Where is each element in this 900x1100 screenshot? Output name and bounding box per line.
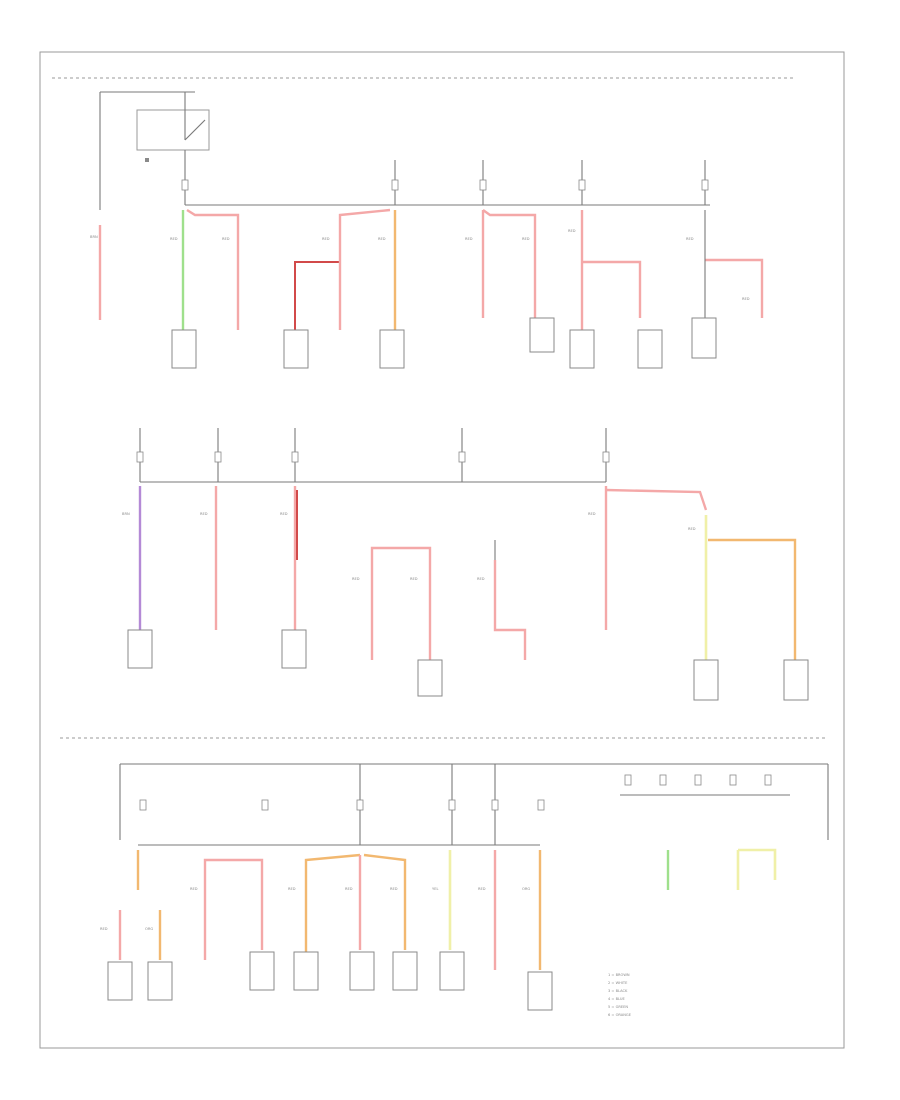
component-box [171,329,197,369]
svg-text:RED: RED [522,237,530,241]
svg-text:RED: RED [568,229,576,233]
svg-text:BRN: BRN [122,512,130,516]
svg-text:RED: RED [378,237,386,241]
section-bottom: RED ORG RED RED RED RED YEL RED ORG [60,737,829,1011]
svg-text:RED: RED [200,512,208,516]
legend-item: 2 = WHITE [608,981,628,985]
legend-item: 5 = GREEN [608,1005,628,1009]
svg-text:RED: RED [478,887,486,891]
legend-item: 1 = BROWN [608,973,630,977]
svg-text:BRN: BRN [90,235,98,239]
svg-text:RED: RED [465,237,473,241]
svg-text:RED: RED [352,577,360,581]
svg-text:YEL: YEL [432,887,438,891]
fuse-row-top [181,160,709,205]
color-legend: 1 = BROWN 2 = WHITE 3 = BLACK 4 = BLUE 5… [608,973,632,1017]
svg-text:RED: RED [280,512,288,516]
svg-text:RED: RED [222,237,230,241]
svg-text:RED: RED [288,887,296,891]
legend-item: 6 = ORANGE [608,1013,632,1017]
svg-text:RED: RED [588,512,596,516]
svg-text:RED: RED [686,237,694,241]
svg-text:RED: RED [477,577,485,581]
svg-text:RED: RED [742,297,750,301]
svg-text:RED: RED [170,237,178,241]
svg-text:RED: RED [410,577,418,581]
svg-text:RED: RED [322,237,330,241]
svg-text:RED: RED [688,527,696,531]
legend-item: 4 = BLUE [608,997,626,1001]
legend-item: 3 = BLACK [608,989,628,993]
svg-text:RED: RED [390,887,398,891]
diagram-frame [39,51,845,1049]
svg-text:ORG: ORG [145,927,153,931]
section-middle: BRN RED RED RED RED RED RED RED [122,428,809,701]
svg-text:ORG: ORG [522,887,530,891]
svg-text:RED: RED [100,927,108,931]
section-top: BRN RED RED RED RED RED RED RED RED RED [90,91,764,369]
svg-text:RED: RED [345,887,353,891]
relay-box [136,109,210,151]
svg-text:RED: RED [190,887,198,891]
